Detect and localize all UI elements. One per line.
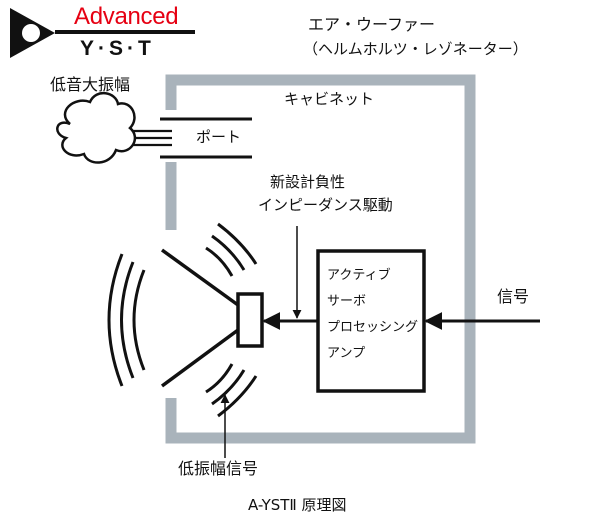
sound-waves-lower	[205, 363, 258, 418]
sound-waves-left	[107, 253, 146, 387]
speaker-horn	[160, 248, 240, 388]
low-signal-label: 低振幅信号	[178, 459, 259, 478]
low-amplitude-label: 低音大振幅	[50, 75, 131, 94]
amp-label-line2: サーボ	[327, 294, 367, 309]
port-label: ポート	[196, 128, 242, 146]
amp-label-line3: プロセッシング	[327, 320, 419, 335]
sound-cloud-icon	[56, 92, 137, 164]
amplifier-box	[316, 249, 426, 393]
amp-label-line4: アンプ	[327, 346, 366, 361]
logo-mark-icon	[10, 8, 195, 58]
drive-label-line1: 新設計負性	[270, 173, 346, 191]
logo-yst-text: Y·S·T	[80, 37, 155, 60]
cabinet-walls	[165, 74, 476, 444]
port-tube	[160, 117, 252, 159]
speaker-title: エア・ウーファー	[308, 15, 436, 34]
driver-unit	[236, 292, 264, 348]
sound-waves-upper	[205, 222, 258, 277]
logo-advanced-text: Advanced	[74, 3, 179, 30]
signal-label: 信号	[497, 287, 530, 306]
drive-label-line2: インピーダンス駆動	[258, 196, 393, 214]
amp-label-line1: アクティブ	[327, 268, 391, 283]
speaker-subtitle: （ヘルムホルツ・レゾネーター）	[303, 40, 528, 58]
diagram-caption: A-YSTⅡ 原理図	[248, 496, 347, 514]
cabinet-label: キャビネット	[284, 90, 375, 108]
